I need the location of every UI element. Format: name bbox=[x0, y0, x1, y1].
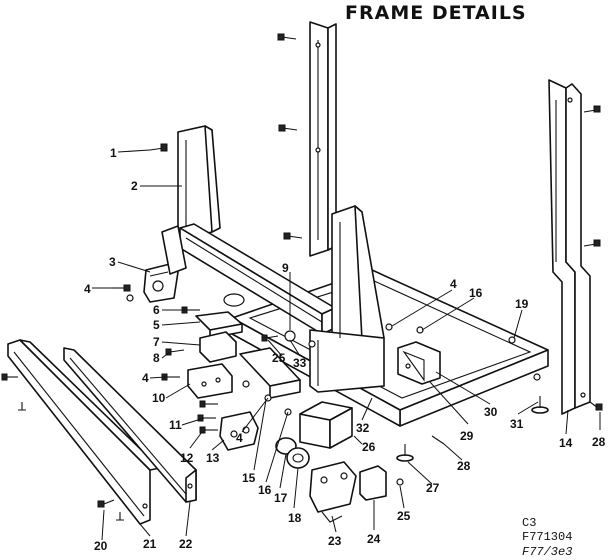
callout-32: 32 bbox=[356, 421, 370, 435]
clip bbox=[396, 478, 404, 486]
leveling-foot bbox=[531, 396, 549, 414]
callout-15: 15 bbox=[242, 471, 256, 485]
callout-25: 25 bbox=[272, 351, 286, 365]
callout-4: 4 bbox=[84, 282, 91, 296]
callout-20: 20 bbox=[94, 539, 108, 553]
screw bbox=[589, 401, 603, 411]
callout-4: 4 bbox=[450, 277, 457, 291]
drawing-code-c3: C3 bbox=[522, 516, 537, 530]
callout-4: 4 bbox=[236, 431, 243, 445]
guide-block bbox=[199, 331, 237, 363]
callout-14: 14 bbox=[559, 436, 573, 450]
cover-clip bbox=[359, 465, 387, 501]
screw bbox=[283, 232, 303, 240]
callout-21: 21 bbox=[143, 537, 157, 551]
callout-11: 11 bbox=[169, 418, 182, 432]
callout-1: 1 bbox=[110, 146, 117, 160]
screw bbox=[583, 105, 601, 113]
callout-7: 7 bbox=[153, 335, 160, 349]
screw bbox=[1, 373, 18, 381]
switch-plate bbox=[187, 363, 233, 399]
screw bbox=[278, 124, 298, 132]
callout-28: 28 bbox=[592, 435, 606, 449]
callout-17: 17 bbox=[274, 491, 288, 505]
callout-22: 22 bbox=[179, 537, 193, 551]
callout-10: 10 bbox=[152, 391, 166, 405]
top-center-upright-rail bbox=[309, 21, 337, 257]
callout-25: 25 bbox=[397, 509, 411, 523]
hardware-group bbox=[112, 143, 316, 434]
callout-24: 24 bbox=[367, 532, 381, 546]
mounting-bracket bbox=[397, 341, 441, 385]
rear-kick-panel bbox=[63, 347, 197, 503]
callout-9: 9 bbox=[282, 261, 289, 275]
callout-27: 27 bbox=[426, 481, 440, 495]
callout-19: 19 bbox=[515, 297, 529, 311]
leveling-foot bbox=[396, 444, 414, 462]
leader-lines bbox=[92, 149, 601, 541]
callout-18: 18 bbox=[288, 511, 302, 525]
drawing-number-handwritten: F77/3e3 bbox=[522, 545, 573, 559]
corner-bracket bbox=[299, 401, 353, 449]
screw bbox=[277, 33, 297, 41]
left-upright-bracket bbox=[177, 125, 221, 239]
callout-26: 26 bbox=[362, 440, 376, 454]
callout-13: 13 bbox=[206, 451, 220, 465]
pin bbox=[431, 435, 445, 445]
bracket-plate bbox=[161, 225, 187, 275]
callout-29: 29 bbox=[460, 429, 474, 443]
callout-28: 28 bbox=[457, 459, 471, 473]
callout-31: 31 bbox=[510, 417, 524, 431]
screw bbox=[97, 499, 115, 508]
cam-block bbox=[223, 293, 245, 307]
callout-16: 16 bbox=[258, 483, 272, 497]
callout-12: 12 bbox=[180, 451, 194, 465]
nut bbox=[18, 402, 26, 411]
callout-16: 16 bbox=[469, 286, 483, 300]
right-upright-rail bbox=[548, 79, 591, 415]
diagram-title: FRAME DETAILS bbox=[345, 2, 527, 24]
callout-6: 6 bbox=[153, 303, 160, 317]
callout-4: 4 bbox=[142, 371, 149, 385]
motor-assembly bbox=[309, 461, 357, 523]
callout-labels: 1 2 3 4 4 4 4 5 6 7 8 9 10 11 12 13 14 1… bbox=[84, 146, 606, 553]
callout-23: 23 bbox=[328, 534, 342, 548]
callout-2: 2 bbox=[131, 179, 138, 193]
screw bbox=[583, 239, 601, 247]
callout-5: 5 bbox=[153, 318, 160, 332]
center-upright-channel bbox=[309, 205, 385, 393]
front-kick-panel bbox=[7, 339, 161, 525]
switch-assembly bbox=[219, 411, 259, 451]
callout-33: 33 bbox=[293, 356, 307, 370]
actuator-bar bbox=[239, 347, 301, 399]
callout-8: 8 bbox=[153, 351, 160, 365]
nut bbox=[116, 512, 124, 521]
drawing-number: F771304 bbox=[522, 530, 573, 544]
wheel bbox=[286, 447, 310, 469]
callout-30: 30 bbox=[484, 405, 498, 419]
callout-3: 3 bbox=[109, 255, 116, 269]
